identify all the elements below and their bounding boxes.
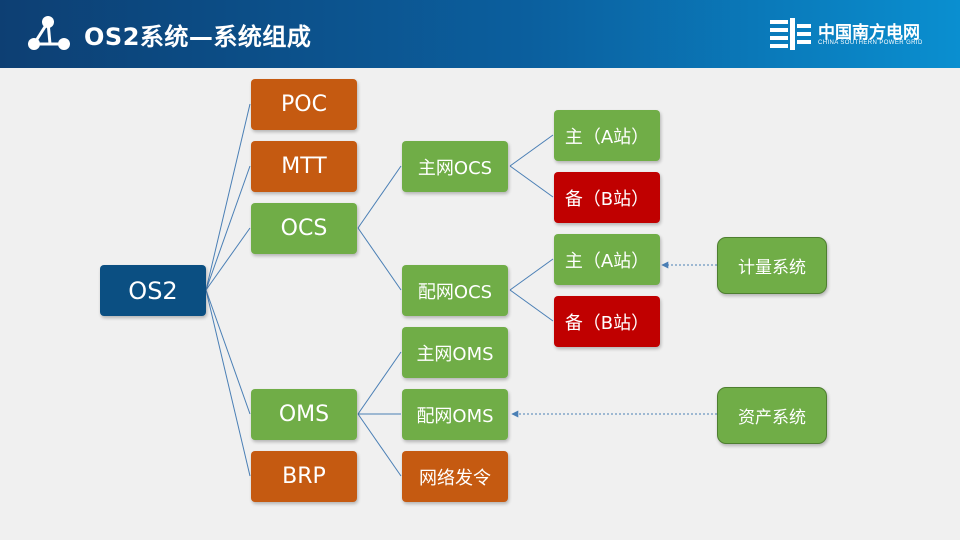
edge-os2-mtt [205, 165, 251, 291]
node-main-ocs-backup: 备（B站） [554, 172, 660, 223]
node-main-ocs: 主网OCS [402, 141, 508, 192]
node-oms: OMS [251, 389, 357, 440]
edge-oms-net [357, 413, 402, 477]
node-main-ocs-primary: 主（A站） [554, 110, 660, 161]
edge-ocs-dist [357, 227, 402, 291]
edge-oms-main [357, 351, 402, 415]
edge-os2-brp [205, 289, 251, 477]
node-dist-ocs-backup: 备（B站） [554, 296, 660, 347]
node-ocs: OCS [251, 203, 357, 254]
edge-distocs-a [509, 258, 554, 291]
node-mtt: MTT [251, 141, 357, 192]
edge-ocs-main [357, 165, 402, 229]
node-dist-ocs: 配网OCS [402, 265, 508, 316]
brand-name-cn: 中国南方电网 [818, 23, 920, 43]
node-asset-system: 资产系统 [717, 387, 827, 444]
page-title: OS2系统—系统组成 [84, 23, 312, 51]
edge-mainocs-a [509, 134, 554, 167]
edge-mainocs-b [509, 165, 554, 198]
node-main-oms: 主网OMS [402, 327, 508, 378]
node-dist-ocs-primary: 主（A站） [554, 234, 660, 285]
brand-name-en: CHINA SOUTHERN POWER GRID [818, 40, 923, 46]
node-os2: OS2 [100, 265, 206, 316]
node-network-command: 网络发令 [402, 451, 508, 502]
brand-logo: 中国南方电网 CHINA SOUTHERN POWER GRID [770, 14, 950, 54]
edge-os2-poc [205, 103, 251, 291]
node-brp: BRP [251, 451, 357, 502]
node-poc: POC [251, 79, 357, 130]
edge-distocs-b [509, 289, 554, 322]
node-dist-oms: 配网OMS [402, 389, 508, 440]
header-bar: OS2系统—系统组成 中国南方电网 CHINA SOUTHERN POWER G… [0, 0, 960, 68]
connected-nodes-icon [28, 16, 70, 50]
node-metering-system: 计量系统 [717, 237, 827, 294]
power-grid-logo-icon [770, 18, 811, 50]
edge-os2-oms [205, 289, 251, 415]
edge-os2-ocs [205, 227, 251, 291]
